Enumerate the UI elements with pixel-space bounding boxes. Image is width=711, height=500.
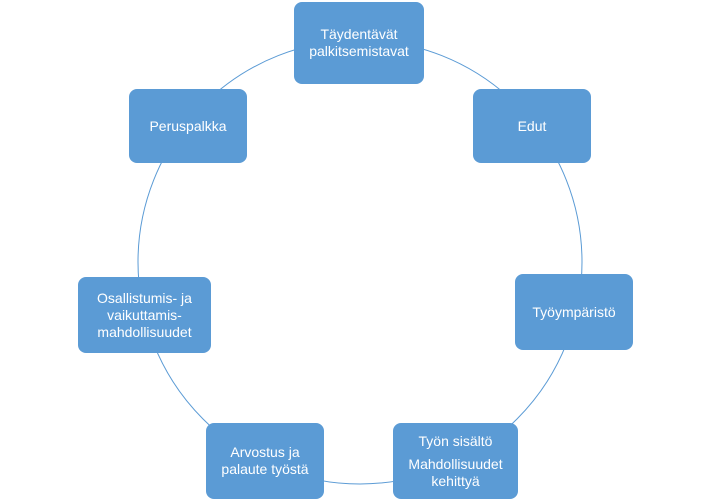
- node-label-line: Täydentävät: [320, 26, 398, 42]
- node-label-line: mahdollisuudet: [97, 323, 192, 340]
- node-label-line: Työympäristö: [532, 303, 616, 320]
- node-tyon-sisalto: Työn sisältö Mahdollisuudet kehittyä: [393, 423, 518, 499]
- node-label-line: palkitsemistavat: [309, 43, 409, 59]
- node-arvostus-ja-palaute: Arvostus ja palaute työstä: [206, 423, 324, 499]
- node-edut: Edut: [473, 89, 591, 163]
- node-label-line: Arvostus ja: [230, 444, 300, 460]
- node-label-line: Edut: [517, 117, 547, 134]
- node-taydentavat-palkitsemistavat: Täydentävät palkitsemistavat: [294, 2, 424, 84]
- node-label-line: Osallistumis- ja: [97, 289, 192, 306]
- node-label-line: Mahdollisuudet: [408, 455, 503, 472]
- node-label-line: Työn sisältö: [418, 432, 493, 449]
- node-label-line: Peruspalkka: [149, 117, 227, 134]
- node-label-line: palaute työstä: [221, 461, 309, 477]
- node-label-line: vaikuttamis-: [107, 306, 182, 323]
- node-osallistumis-ja-vaikuttamismahdollisuudet: Osallistumis- ja vaikuttamis- mahdollisu…: [78, 277, 211, 353]
- node-label-line: kehittyä: [431, 472, 480, 489]
- node-peruspalkka: Peruspalkka: [129, 89, 247, 163]
- node-tyoymparisto: Työympäristö: [515, 274, 633, 350]
